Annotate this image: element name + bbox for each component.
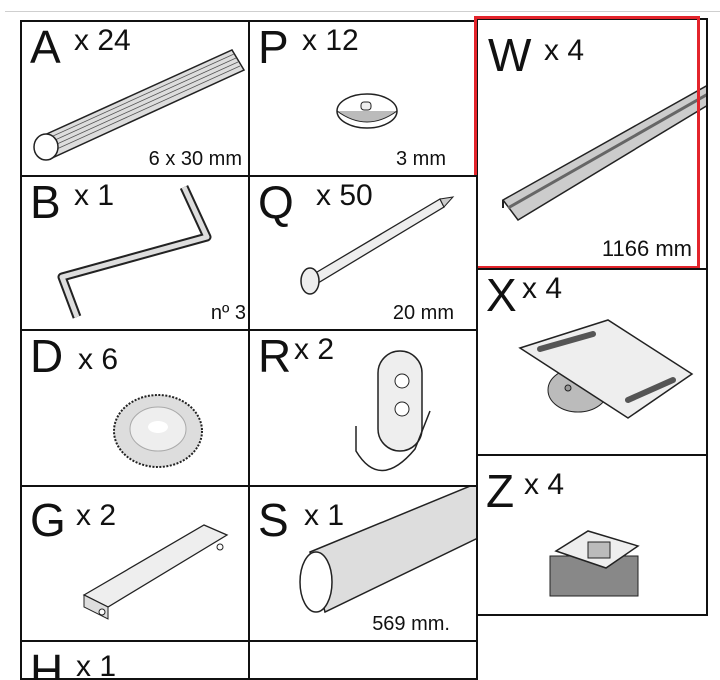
part-quantity: x 4 bbox=[522, 272, 563, 305]
part-quantity: x 2 bbox=[76, 499, 117, 532]
part-quantity: x 4 bbox=[544, 34, 585, 67]
part-letter: A bbox=[30, 21, 61, 73]
part-size: nº 3 bbox=[210, 302, 246, 324]
cam-lock-illustration bbox=[549, 530, 640, 597]
washer-illustration bbox=[113, 394, 203, 468]
part-quantity: x 24 bbox=[74, 24, 131, 57]
part-size: 6 x 30 mm bbox=[148, 148, 242, 170]
part-quantity: x 2 bbox=[294, 333, 335, 366]
part-cell-a: A x 24 6 x 30 mm bbox=[20, 20, 250, 177]
dowel-illustration bbox=[33, 49, 246, 161]
part-letter: X bbox=[486, 269, 517, 321]
part-cell-h: H x 1 bbox=[20, 640, 250, 680]
part-letter: D bbox=[30, 330, 64, 382]
rail-support-illustration bbox=[355, 350, 431, 472]
part-cell-b: B x 1 nº 3 bbox=[20, 175, 250, 331]
part-cell-s: S x 1 569 mm. bbox=[248, 485, 478, 642]
part-size: 3 mm bbox=[396, 148, 446, 170]
part-cell-w: W x 4 1166 mm bbox=[476, 18, 708, 270]
part-size: 569 mm. bbox=[372, 613, 450, 635]
tube-illustration bbox=[299, 487, 476, 614]
part-quantity: x 6 bbox=[78, 343, 119, 376]
part-size: 20 mm bbox=[392, 302, 454, 324]
part-letter: S bbox=[258, 494, 289, 546]
part-cell-r: R x 2 bbox=[248, 329, 478, 487]
nail-illustration bbox=[300, 196, 455, 295]
part-quantity: x 50 bbox=[316, 179, 373, 212]
part-cell-q: Q x 50 20 mm bbox=[248, 175, 478, 331]
part-cell-p: P x 12 3 mm bbox=[248, 20, 478, 177]
part-quantity: x 1 bbox=[74, 179, 115, 212]
part-quantity: x 12 bbox=[302, 24, 359, 57]
part-letter: H bbox=[30, 645, 64, 680]
part-cell-z: Z x 4 bbox=[476, 454, 708, 616]
fitting-plate-illustration bbox=[518, 319, 694, 419]
part-quantity: x 4 bbox=[524, 468, 565, 501]
allen-key-illustration bbox=[57, 185, 212, 319]
cap-illustration bbox=[336, 93, 398, 129]
part-letter: R bbox=[258, 330, 292, 382]
part-quantity: x 1 bbox=[304, 499, 345, 532]
part-letter: W bbox=[488, 29, 532, 81]
part-cell-g: G x 2 bbox=[20, 485, 250, 642]
part-quantity: x 1 bbox=[76, 650, 117, 680]
handle-illustration bbox=[82, 524, 229, 620]
part-letter: P bbox=[258, 21, 289, 73]
rail-illustration bbox=[501, 85, 706, 221]
part-letter: Z bbox=[486, 465, 515, 517]
part-letter: B bbox=[30, 176, 61, 228]
top-divider bbox=[5, 11, 720, 12]
part-size: 1166 mm bbox=[601, 236, 692, 261]
part-cell-x: X x 4 bbox=[476, 268, 708, 456]
part-letter: G bbox=[30, 494, 66, 546]
empty-cell bbox=[248, 640, 478, 680]
part-cell-d: D x 6 bbox=[20, 329, 250, 487]
part-letter: Q bbox=[258, 176, 294, 228]
